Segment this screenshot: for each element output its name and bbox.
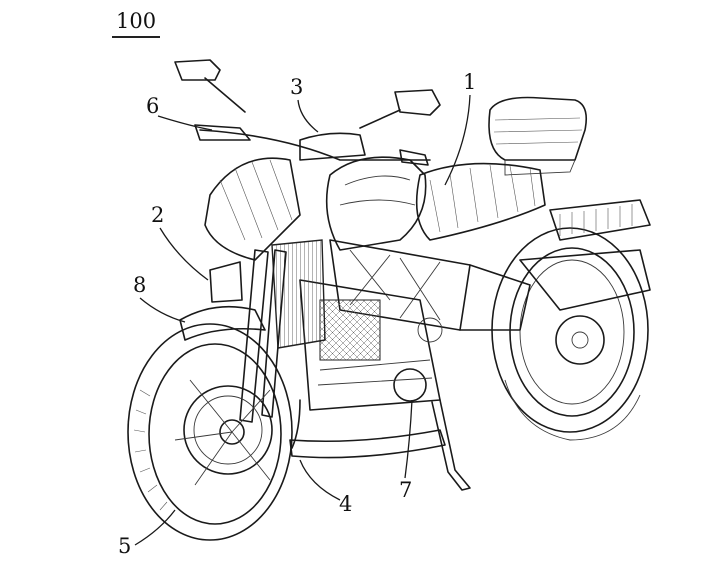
ref-label-8: 8 [133,273,147,297]
rear-wheel [491,227,649,441]
side-stand [431,399,471,491]
top-box [488,96,588,176]
ref-label-4: 4 [339,492,353,516]
front-fender [179,305,266,341]
leader-5 [134,509,176,546]
ref-label-6: 6 [146,94,160,118]
ref-label-3: 3 [290,75,304,99]
leader-2 [159,227,209,281]
leader-1 [444,94,471,186]
ref-label-5: 5 [118,534,132,558]
ref-label-7: 7 [399,478,413,502]
leader-3 [297,99,319,133]
left-mirror [174,59,246,113]
right-mirror [359,89,441,129]
leader-6 [157,115,213,131]
seat [415,162,546,241]
leader-8 [139,297,186,323]
leader-7 [404,399,413,479]
headlight-fairing [204,157,301,303]
figure-number-underline [112,36,160,38]
figure-number: 100 [116,9,157,33]
fuel-tank [325,156,427,251]
exhaust-pipe [289,399,446,459]
handlebar [194,124,431,166]
ref-label-1: 1 [463,70,477,94]
leader-4 [299,459,341,501]
tail-rack [519,199,651,311]
ref-label-2: 2 [151,203,165,227]
front-wheel [127,323,293,541]
